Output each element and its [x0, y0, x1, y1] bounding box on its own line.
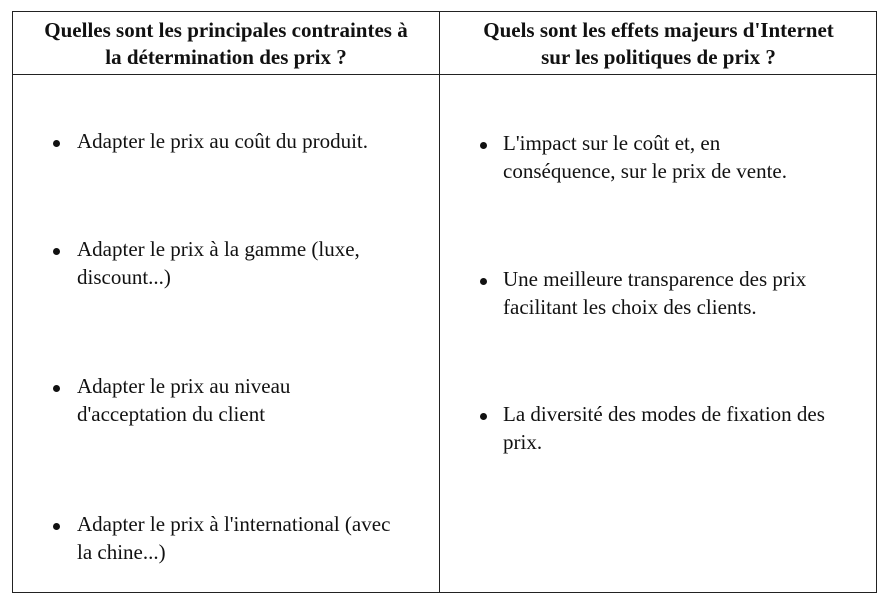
- left-header-line: la détermination des prix ?: [105, 45, 347, 69]
- bullet-icon: [53, 248, 60, 255]
- bullet-icon: [53, 385, 60, 392]
- right-item-line: prix.: [503, 430, 543, 454]
- left-item-line: Adapter le prix à l'international (avec: [77, 512, 391, 536]
- left-item-line: discount...): [77, 265, 171, 289]
- left-item-line: d'acceptation du client: [77, 402, 266, 426]
- left-item-line: Adapter le prix au niveau: [77, 374, 291, 398]
- right-item-line: L'impact sur le coût et, en: [503, 131, 721, 155]
- right-header-line: sur les politiques de prix ?: [541, 45, 776, 69]
- right-column-header: Quels sont les effets majeurs d'Internet…: [441, 16, 876, 72]
- bullet-icon: [53, 523, 60, 530]
- right-item-line: conséquence, sur le prix de vente.: [503, 159, 787, 183]
- bullet-icon: [480, 142, 487, 149]
- header-divider: [13, 74, 876, 75]
- right-item-line: facilitant les choix des clients.: [503, 295, 757, 319]
- comparison-table: Quelles sont les principales contraintes…: [12, 11, 877, 593]
- bullet-icon: [480, 278, 487, 285]
- left-header-line: Quelles sont les principales contraintes…: [44, 18, 408, 42]
- left-item-line: Adapter le prix au coût du produit.: [77, 129, 369, 153]
- right-header-line: Quels sont les effets majeurs d'Internet: [483, 18, 834, 42]
- column-divider: [439, 12, 440, 592]
- bullet-icon: [480, 413, 487, 420]
- left-item-line: la chine...): [77, 540, 166, 564]
- left-item-line: Adapter le prix à la gamme (luxe,: [77, 237, 360, 261]
- right-item-line: La diversité des modes de fixation des: [503, 402, 825, 426]
- left-column-header: Quelles sont les principales contraintes…: [13, 16, 439, 72]
- right-item-line: Une meilleure transparence des prix: [503, 267, 807, 291]
- bullet-icon: [53, 140, 60, 147]
